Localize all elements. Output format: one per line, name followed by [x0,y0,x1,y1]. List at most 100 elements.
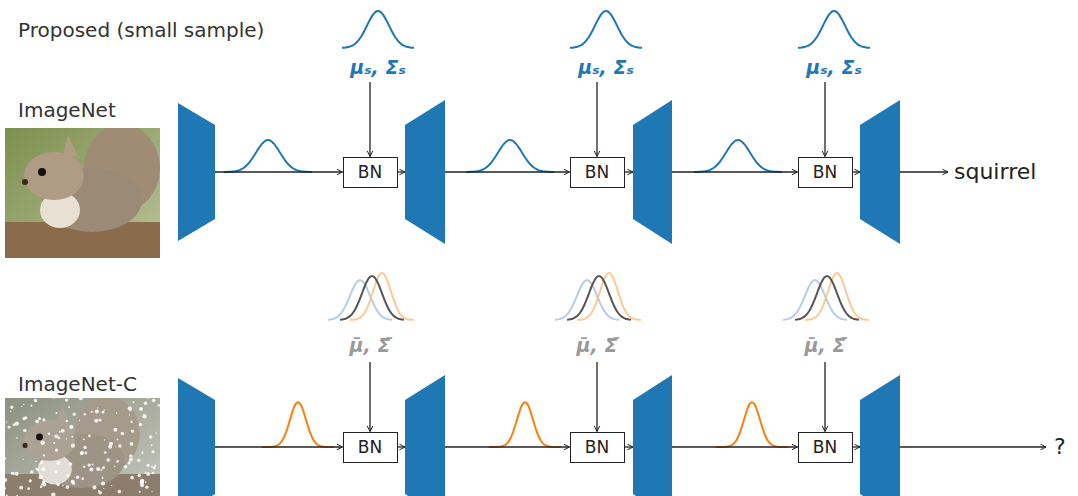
noise-speck [149,435,152,438]
noise-speck [73,413,76,416]
noise-speck [92,464,94,466]
noise-speck [102,477,104,479]
bn-box: BN [570,432,625,463]
noise-speck [15,472,19,476]
noise-speck [116,460,119,463]
noise-speck [54,434,58,438]
bn-box: BN [343,157,398,188]
network-layer [405,375,445,496]
dataset-name: ImageNet [18,99,116,122]
noise-speck [141,452,143,454]
noise-speck [10,411,11,412]
label-text: μ̄, Σ̄ [805,334,846,356]
noise-speck [80,451,84,455]
noise-speck [118,444,121,447]
noise-speck [39,475,43,479]
noise-speck [152,472,155,475]
noise-speck [48,432,51,435]
noise-speck [53,442,55,444]
noise-speck [84,413,86,415]
noise-speck [83,465,85,467]
noise-speck [53,398,54,399]
noise-speck [56,483,59,486]
noise-speck [62,485,64,487]
noise-speck [88,435,91,438]
flow-arrow [824,82,825,157]
squirrel-nose [22,179,28,185]
noise-speck [38,417,41,420]
noise-speck [102,411,105,414]
noise-speck [72,482,75,485]
noise-speck [21,406,22,407]
noise-speck [116,439,118,441]
noise-speck [151,491,152,492]
noise-speck [40,461,43,464]
noise-speck [155,432,156,433]
layer-name: BN [585,163,609,182]
photo-imagenet [5,128,160,258]
noise-speck [147,398,149,399]
mixed-gaussian [350,273,414,320]
noise-speck [5,487,6,489]
noise-speck [29,479,32,482]
label-text: μₛ, Σₛ [806,56,861,78]
noise-speck [118,490,122,494]
layer-name: BN [585,438,609,457]
mixed-gaussian [567,276,631,320]
noise-speck [124,465,128,469]
activation-gaussian [489,402,561,447]
noise-speck [5,478,7,482]
label-text: ImageNet [18,98,116,122]
statistics-label: μ̄, Σ̄ [577,335,618,357]
noise-speck [106,458,110,462]
noise-speck [88,463,91,466]
source-gaussian [798,11,870,48]
noise-speck [104,439,105,440]
noise-speck [104,451,107,454]
bn-box: BN [570,157,625,188]
noise-speck [42,418,45,421]
squirrel-nose [23,443,28,448]
prediction: ? [1054,434,1066,459]
noise-speck [43,454,45,456]
squirrel-eye [36,434,43,441]
label-text: Proposed (small sample) [18,18,264,42]
noise-speck [101,481,105,485]
layer-name: BN [813,438,837,457]
noise-speck [69,425,73,429]
activation-gaussian [262,402,334,447]
noise-speck [115,446,116,447]
noise-speck [8,426,11,429]
noise-speck [151,444,153,446]
noise-speck [128,461,131,464]
statistics-label: μₛ, Σₛ [806,57,861,79]
noise-speck [140,408,142,410]
noise-speck [154,465,156,467]
flow-arrow [853,446,861,447]
label-text: μₛ, Σₛ [578,56,633,78]
label-text: μₛ, Σₛ [350,56,405,78]
noise-speck [139,407,143,411]
noise-speck [11,472,13,474]
noise-speck [138,474,142,478]
photo-imagenet-c [5,398,160,496]
mixed-gaussian [577,273,641,320]
noise-speck [103,488,104,489]
noise-speck [68,406,70,408]
noise-speck [145,485,148,488]
noise-speck [100,469,102,471]
noise-speck [22,459,23,460]
noise-speck [27,487,30,490]
source-gaussian [342,11,414,48]
noise-speck [130,442,134,446]
noise-speck [10,406,13,409]
noise-speck [65,485,69,489]
noise-speck [108,445,112,449]
noise-speck [144,401,147,404]
noise [5,398,160,496]
noise-speck [104,410,105,411]
noise-speck [6,422,7,423]
noise-speck [146,472,150,476]
noise-speck [79,420,80,421]
noise-speck [140,479,144,483]
